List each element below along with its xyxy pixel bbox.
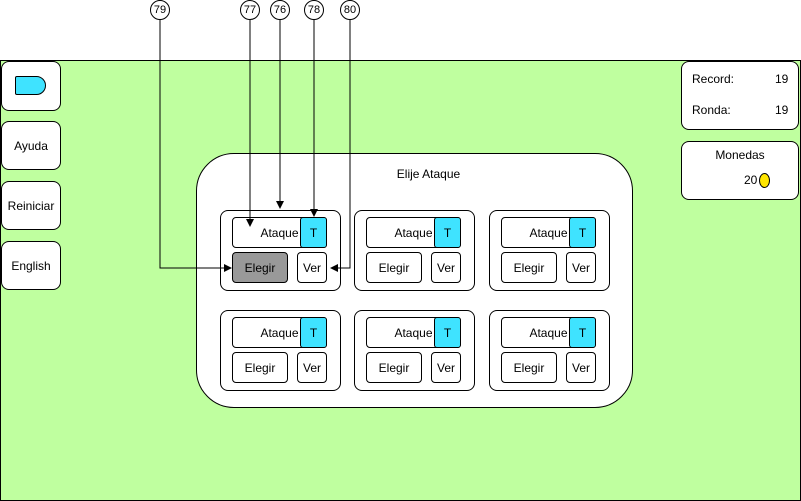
round-value: 19 (775, 103, 789, 117)
attack-type-badge[interactable]: T (569, 317, 596, 348)
callout-79: 79 (150, 0, 170, 20)
choose-attack-button[interactable]: Elegir (501, 352, 557, 383)
callout-80: 80 (340, 0, 360, 20)
view-attack-button[interactable]: Ver (431, 352, 461, 383)
stats-panel (681, 61, 799, 130)
coins-value: 20 (744, 173, 758, 187)
help-button[interactable]: Ayuda (1, 121, 61, 170)
choose-attack-button[interactable]: Elegir (232, 252, 288, 283)
choose-attack-button[interactable]: Elegir (501, 252, 557, 283)
attack-type-badge[interactable]: T (300, 317, 327, 348)
round-label: Ronda: (692, 103, 731, 117)
view-attack-button[interactable]: Ver (566, 352, 596, 383)
choose-attack-button[interactable]: Elegir (366, 352, 422, 383)
view-attack-button[interactable]: Ver (566, 252, 596, 283)
logo-icon (15, 76, 46, 95)
attack-type-badge[interactable]: T (569, 217, 596, 248)
callout-76: 76 (270, 0, 290, 20)
choose-attack-button[interactable]: Elegir (232, 352, 288, 383)
coins-panel (681, 141, 799, 200)
record-label: Record: (692, 72, 735, 86)
attack-type-badge[interactable]: T (434, 217, 461, 248)
callout-78: 78 (304, 0, 324, 20)
view-attack-button[interactable]: Ver (297, 352, 327, 383)
view-attack-button[interactable]: Ver (431, 252, 461, 283)
choose-attack-button[interactable]: Elegir (366, 252, 422, 283)
callout-77: 77 (240, 0, 260, 20)
language-button[interactable]: English (1, 241, 61, 290)
attack-type-badge[interactable]: T (300, 217, 327, 248)
record-value: 19 (775, 72, 789, 86)
coin-icon (759, 173, 770, 188)
panel-title: Elije Ataque (396, 167, 461, 181)
restart-button[interactable]: Reiniciar (1, 181, 61, 230)
coins-title: Monedas (715, 148, 765, 162)
attack-type-badge[interactable]: T (434, 317, 461, 348)
view-attack-button[interactable]: Ver (297, 252, 327, 283)
